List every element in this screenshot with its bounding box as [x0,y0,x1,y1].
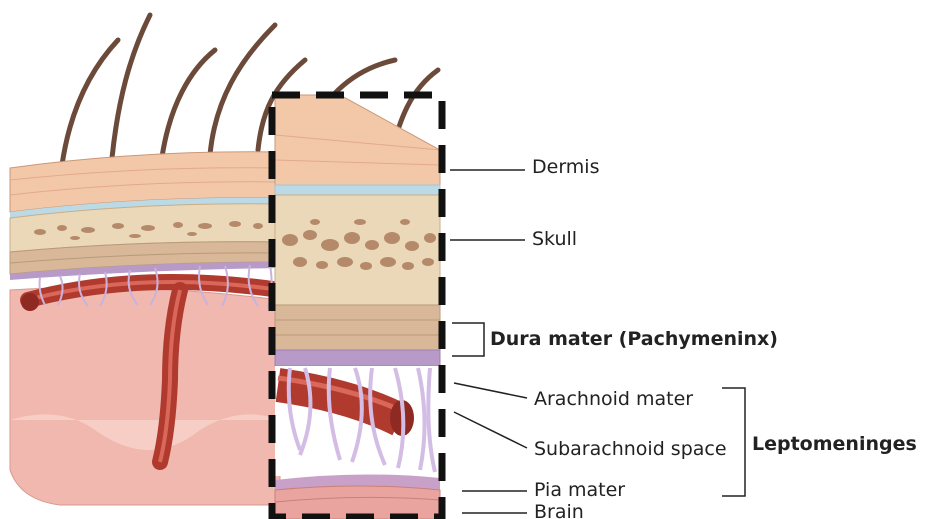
zoom-arachnoid [275,350,440,366]
label-dermis: Dermis [532,158,599,177]
left-brain [10,288,280,505]
zoom-dura [275,305,440,350]
label-subarachnoid-space: Subarachnoid space [534,440,727,459]
label-leptomeninges: Leptomeninges [752,435,917,454]
label-skull: Skull [532,230,577,249]
zoom-dermis [275,95,440,188]
label-arachnoid-mater: Arachnoid mater [534,390,693,409]
label-pia-mater: Pia mater [534,481,625,500]
label-brain: Brain [534,503,584,519]
label-dura-mater: Dura mater (Pachymeninx) [490,330,778,349]
zoom-periosteum [275,185,440,195]
